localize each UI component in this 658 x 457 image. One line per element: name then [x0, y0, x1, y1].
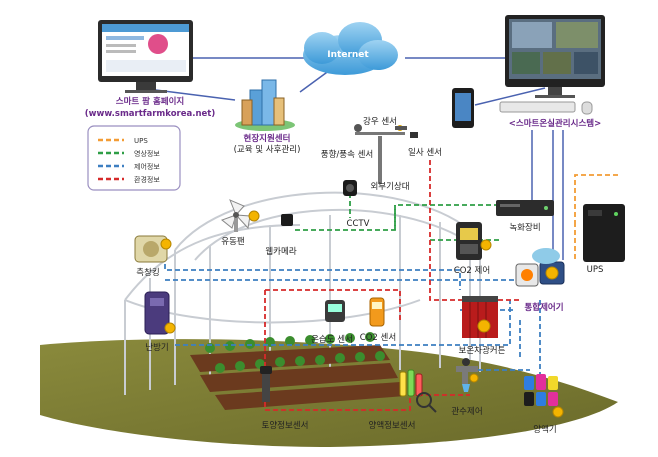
recorder-icon: [496, 200, 554, 216]
integrated-controller-icon: [515, 248, 565, 287]
co2-sensor-icon: [369, 297, 385, 327]
fan-label: 유동팬: [221, 237, 245, 247]
weather-station-label: 외부기상대: [370, 181, 409, 192]
irrigation-label: 관수제어: [451, 406, 482, 417]
legend-label: 영상정보: [134, 149, 160, 158]
legend-label: UPS: [134, 137, 148, 145]
legend-label: 제어정보: [134, 162, 160, 171]
wind-sensor-label: 풍향/풍속 센서: [321, 149, 374, 160]
rain-sensor-label: 강우 센서: [363, 116, 397, 127]
plant-rows: [190, 332, 405, 410]
cctv-label: CCTV: [347, 219, 370, 229]
co2-control-icon: [456, 222, 492, 260]
nutrient-machine-label: 양액기: [533, 424, 556, 435]
ups-label: UPS: [587, 265, 604, 275]
light-sensor-label: 일사 센서: [408, 147, 442, 158]
temp-humidity-sensor-icon: [325, 300, 345, 322]
support-center-building-icon: [235, 79, 295, 131]
cctv-camera-icon: [343, 180, 357, 196]
heater-icon: [144, 291, 176, 335]
ups-icon: [583, 204, 625, 262]
support-center-subtitle: (교육 및 사후관리): [234, 144, 301, 155]
webcam-icon: [281, 214, 293, 226]
irrigation-faucet-icon: [456, 358, 479, 392]
fan-icon: [220, 199, 260, 232]
shade-curtain-icon: [462, 296, 498, 338]
integrated-controller-label: 통합제어기: [524, 302, 563, 313]
homepage-url: (www.smartfarmkorea.net): [85, 109, 216, 119]
legend-label: 환경정보: [134, 175, 160, 184]
webcam-label: 웹카메라: [265, 247, 296, 257]
support-center-title: 현장지원센터: [244, 133, 291, 144]
internet-cloud: [303, 22, 398, 75]
heater-label: 난방기: [145, 342, 168, 353]
side-window-label: 측창킹: [136, 267, 159, 278]
side-window-icon: [134, 235, 172, 263]
co2-sensor-label: CO2 센서: [360, 332, 396, 343]
homepage-monitor: [98, 20, 193, 93]
soil-sensor-label: 토양정보센서: [262, 420, 309, 431]
management-system-title: <스마트온실관리시스템>: [509, 118, 601, 129]
smartphone-icon: [452, 88, 474, 128]
nutrient-sensor-icon: [399, 369, 437, 413]
soil-sensor-icon: [260, 366, 272, 402]
co2-control-label: CO2 제어: [454, 265, 490, 276]
nutrient-sensor-label: 양액정보센서: [369, 420, 416, 431]
weather-station-icon: [354, 124, 418, 184]
temp-humidity-sensor-label: 온습도 센서: [311, 334, 353, 345]
nutrient-machine-icon: [524, 374, 564, 418]
connections: [139, 57, 618, 411]
shade-curtain-label: 보온차광커튼: [459, 345, 506, 356]
internet-label: Internet: [327, 50, 369, 60]
homepage-title: 스마트 팜 홈페이지: [116, 96, 184, 107]
recorder-label: 녹화장비: [509, 222, 540, 233]
management-monitor: [499, 15, 605, 115]
